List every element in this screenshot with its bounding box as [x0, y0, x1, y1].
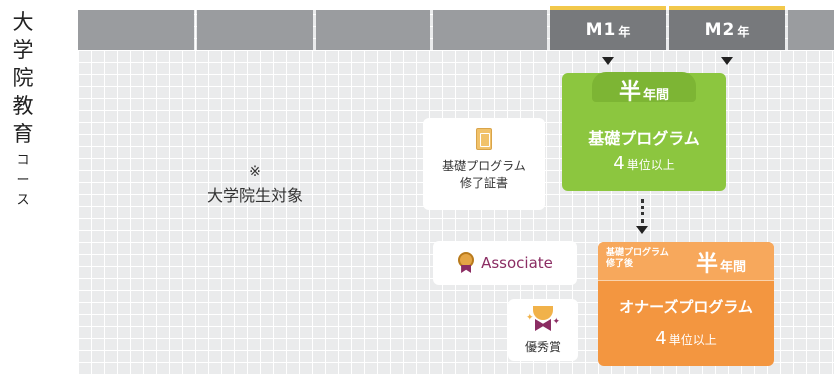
credits-number: 4 — [655, 328, 667, 349]
duration-small: 年間 — [643, 88, 670, 103]
header-cell — [197, 10, 313, 50]
associate-label: Associate — [481, 254, 553, 272]
year-label: M1 — [585, 20, 617, 40]
basic-program-duration: 半 年間 — [592, 72, 696, 105]
honors-prerequisite: 基礎プログラム 修了後 — [606, 248, 669, 270]
year-header-m2: M2 年 — [669, 6, 785, 50]
course-title-sub-char: ー — [16, 173, 30, 188]
duration-big: 半 — [696, 252, 719, 277]
honors-program-duration: 半 年間 — [696, 246, 746, 278]
prerequisite-line2: 修了後 — [606, 259, 634, 269]
award-badge: ✦✦ 優秀賞 — [508, 299, 578, 361]
down-arrow-icon — [602, 57, 614, 65]
trophy-icon: ✦✦ — [526, 306, 560, 334]
honors-program-header: 基礎プログラム 修了後 半 年間 — [598, 242, 774, 281]
course-title-char: 院 — [12, 66, 34, 90]
certificate-line2: 修了証書 — [459, 176, 508, 190]
header-cell — [316, 10, 430, 50]
credits-unit: 単位以上 — [626, 158, 675, 172]
course-title-sub: コ ー ス — [16, 151, 29, 211]
header-cell — [788, 10, 834, 50]
honors-program-name: オナーズプログラム — [619, 298, 753, 316]
course-title-char: 教 — [12, 94, 34, 118]
award-label: 優秀賞 — [524, 340, 561, 354]
credits-number: 4 — [613, 153, 625, 174]
course-title-char: 学 — [12, 38, 34, 62]
note-mark: ※ — [249, 164, 261, 180]
year-unit: 年 — [618, 25, 631, 39]
duration-big: 半 — [618, 80, 641, 105]
down-arrow-icon — [721, 57, 733, 65]
course-title-char: 育 — [12, 122, 34, 146]
course-title-sub-char: コ — [16, 153, 30, 168]
basic-program-name: 基礎プログラム — [588, 129, 700, 148]
note-text: 大学院生対象 — [206, 186, 303, 205]
header-cell — [433, 10, 547, 50]
credits-unit: 単位以上 — [668, 333, 717, 347]
medal-icon — [457, 252, 475, 274]
certificate-document-icon — [476, 128, 492, 150]
target-note: ※ 大学院生対象 — [170, 160, 340, 208]
course-title-sub-char: ス — [16, 193, 30, 208]
year-header-m1: M1 年 — [550, 6, 666, 50]
duration-small: 年間 — [720, 260, 747, 275]
certificate-box: 基礎プログラム 修了証書 — [423, 118, 545, 210]
course-title: 大 学 院 教 育 コ ー ス — [6, 8, 40, 211]
down-arrow-icon — [636, 226, 648, 234]
header-cell — [78, 10, 194, 50]
year-label: M2 — [704, 20, 736, 40]
prerequisite-line1: 基礎プログラム — [606, 248, 669, 258]
course-title-char: 大 — [12, 10, 34, 34]
associate-badge: Associate — [433, 241, 577, 285]
year-unit: 年 — [737, 25, 750, 39]
progression-connector — [641, 199, 644, 223]
certificate-line1: 基礎プログラム — [442, 159, 526, 173]
